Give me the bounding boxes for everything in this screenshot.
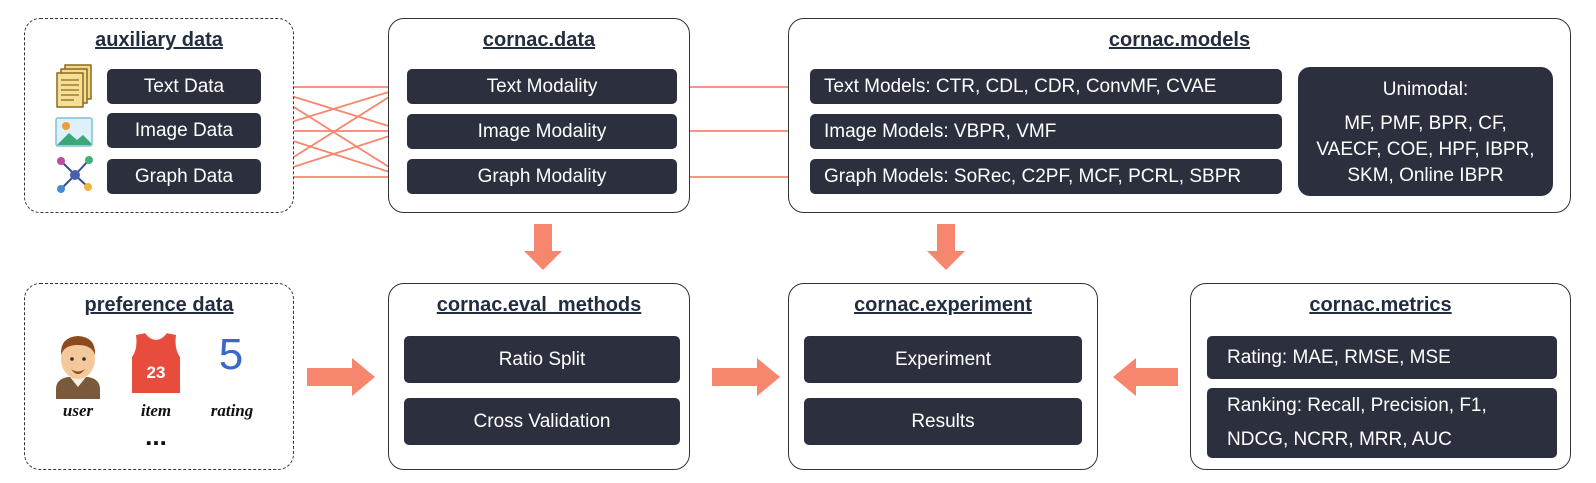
- unimodal-line: VAECF, COE, HPF, IBPR,: [1316, 139, 1535, 160]
- document-stack-icon: [56, 64, 94, 115]
- graph-data-pill: Graph Data: [107, 159, 261, 194]
- rating-metrics-pill: Rating: MAE, RMSE, MSE: [1207, 336, 1557, 379]
- unimodal-heading: Unimodal:: [1382, 79, 1469, 100]
- unimodal-models-panel: Unimodal: MF, PMF, BPR, CF, VAECF, COE, …: [1298, 67, 1553, 196]
- graph-modality-pill: Graph Modality: [407, 159, 677, 194]
- cross-validation-pill: Cross Validation: [404, 398, 680, 445]
- ratio-split-pill: Ratio Split: [404, 336, 680, 383]
- text-models-pill: Text Models: CTR, CDL, CDR, ConvMF, CVAE: [810, 69, 1282, 104]
- cornac-metrics-title: cornac.metrics: [1309, 294, 1452, 316]
- preference-data-title: preference data: [84, 294, 234, 316]
- ranking-metrics-line: NDCG, NCRR, MRR, AUC: [1227, 429, 1452, 450]
- cornac-models-title: cornac.models: [1108, 29, 1251, 51]
- unimodal-line: SKM, Online IBPR: [1347, 165, 1504, 186]
- more-ellipsis: ...: [145, 421, 167, 451]
- arrow-models-to-experiment: [927, 224, 965, 270]
- cornac-data-title: cornac.data: [482, 29, 596, 51]
- user-avatar-icon: [50, 329, 106, 404]
- user-label: user: [62, 401, 94, 420]
- cornac-eval-methods-title: cornac.eval_methods: [436, 294, 642, 316]
- arrow-data-to-eval: [524, 224, 562, 270]
- graph-network-icon: [55, 155, 95, 200]
- image-models-pill: Image Models: VBPR, VMF: [810, 114, 1282, 149]
- rating-value: 5: [218, 330, 244, 379]
- arrow-preference-to-eval: [307, 358, 375, 396]
- text-data-pill: Text Data: [107, 69, 261, 104]
- item-label: item: [140, 401, 172, 420]
- graph-models-pill: Graph Models: SoRec, C2PF, MCF, PCRL, SB…: [810, 159, 1282, 194]
- unimodal-line: MF, PMF, BPR, CF,: [1344, 113, 1507, 134]
- image-data-pill: Image Data: [107, 113, 261, 148]
- rating-label: rating: [210, 401, 254, 420]
- jersey-number: 23: [147, 363, 166, 382]
- experiment-pill: Experiment: [804, 336, 1082, 383]
- results-pill: Results: [804, 398, 1082, 445]
- ranking-metrics-line: Ranking: Recall, Precision, F1,: [1227, 395, 1487, 416]
- ranking-metrics-pill: Ranking: Recall, Precision, F1, NDCG, NC…: [1207, 388, 1557, 458]
- jersey-item-icon: 23: [128, 331, 184, 400]
- arrow-metrics-to-experiment: [1113, 358, 1178, 396]
- auxiliary-data-title: auxiliary data: [95, 29, 223, 51]
- image-modality-pill: Image Modality: [407, 114, 677, 149]
- landscape-image-icon: [55, 117, 93, 152]
- text-modality-pill: Text Modality: [407, 69, 677, 104]
- arrow-eval-to-experiment: [712, 358, 780, 396]
- cornac-experiment-title: cornac.experiment: [854, 294, 1032, 316]
